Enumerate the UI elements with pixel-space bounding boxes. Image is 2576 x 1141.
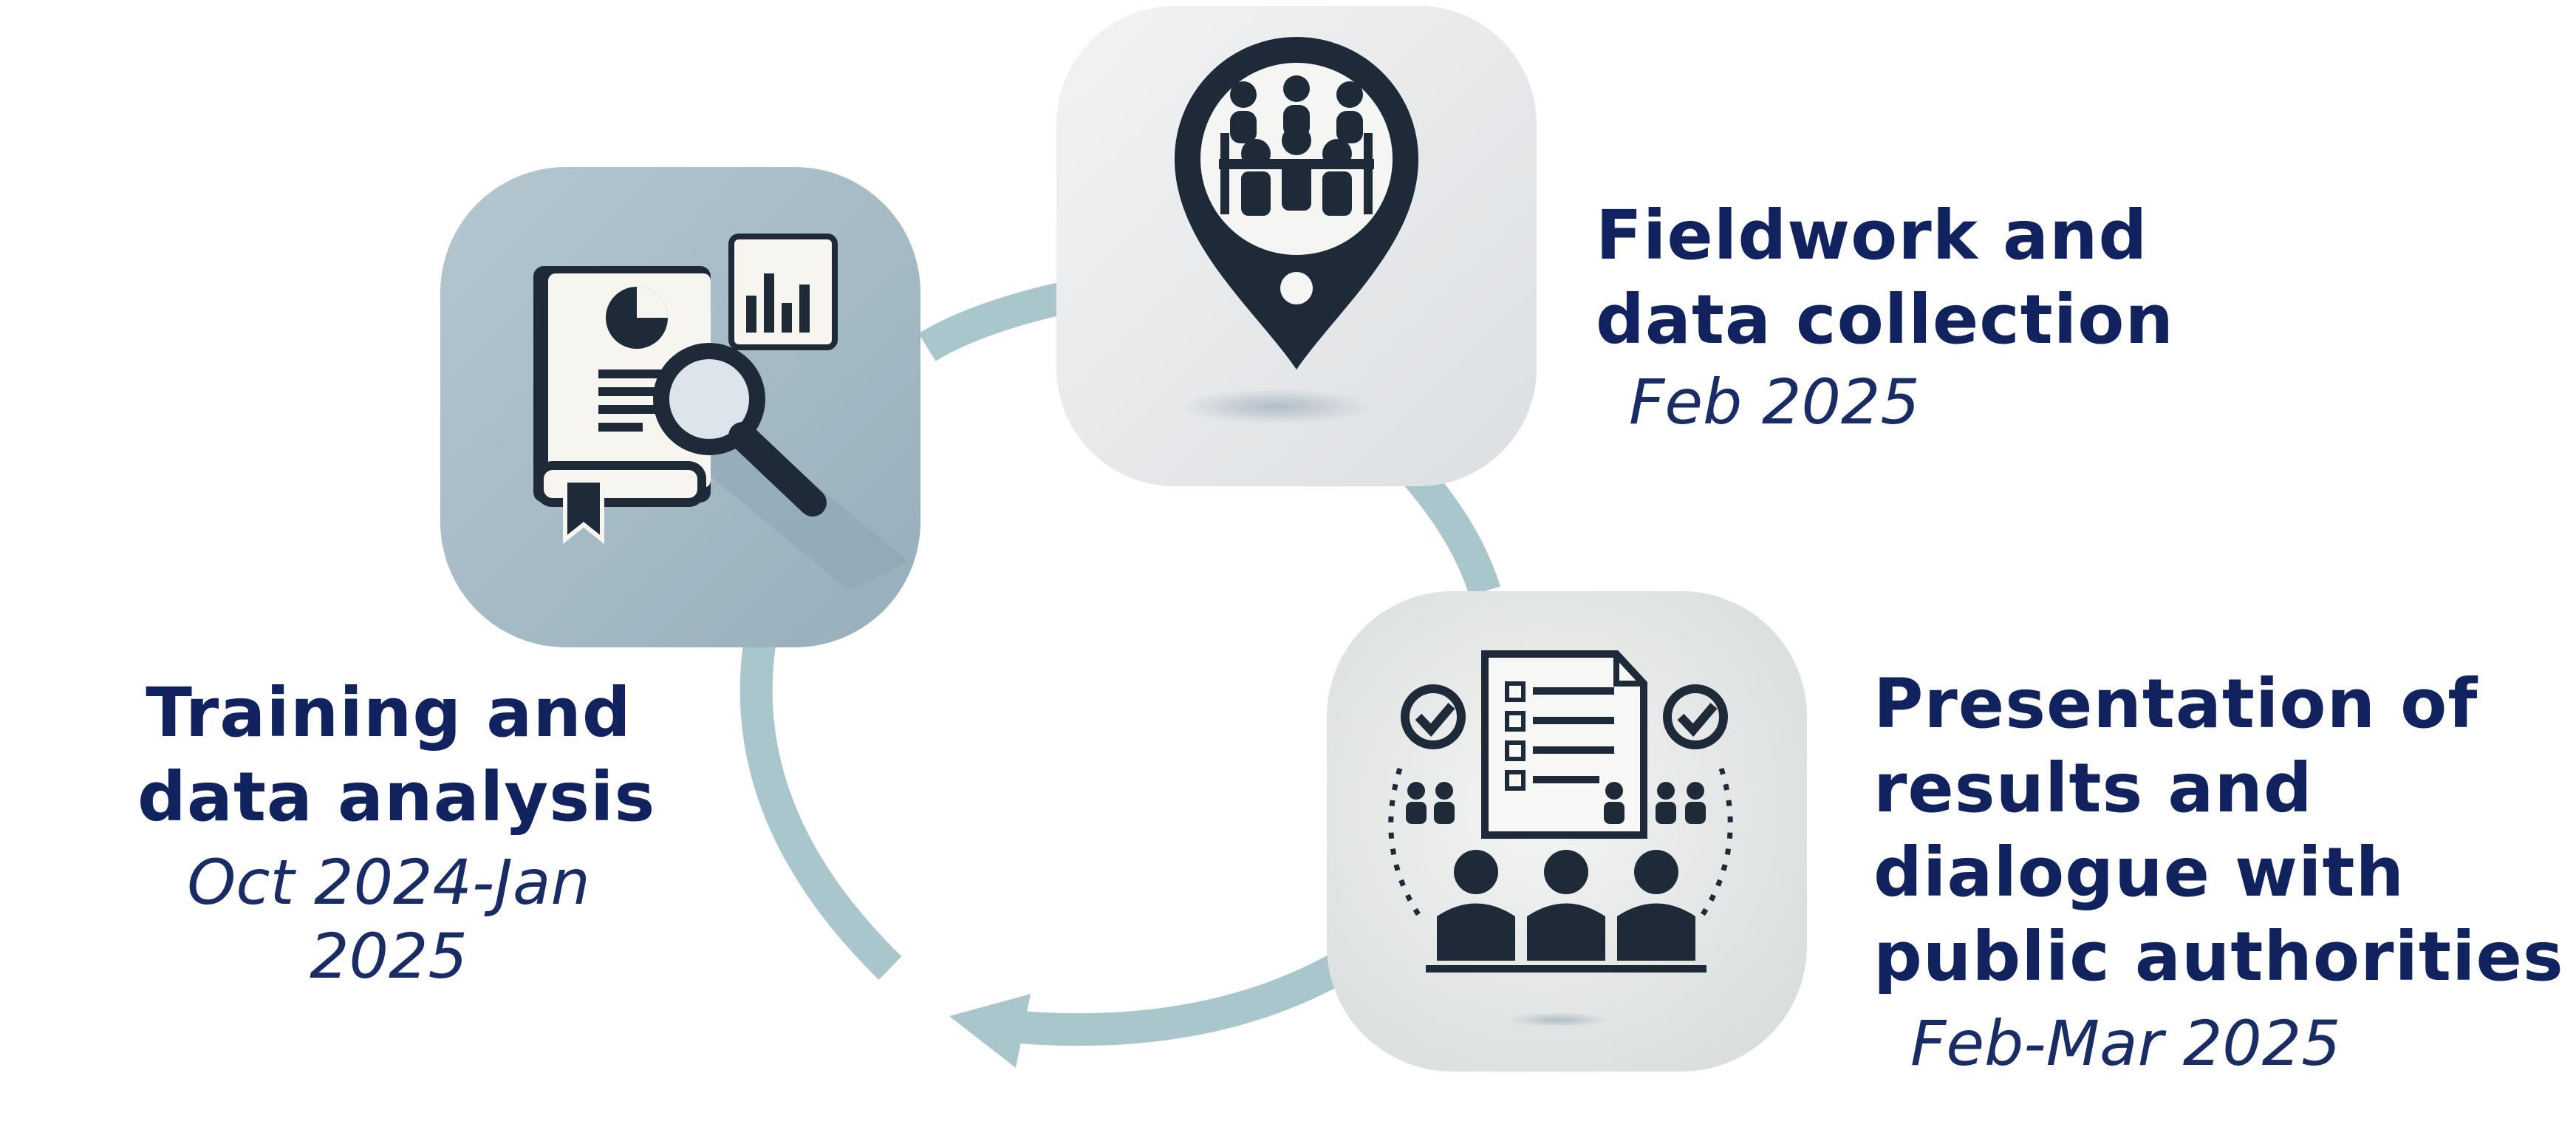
- arrowhead-icon: [949, 994, 1031, 1068]
- arrow-training-loop: [739, 633, 902, 980]
- step-fieldwork-title-line-1: Fieldwork and: [1596, 196, 2148, 275]
- step-fieldwork-label: Fieldwork and data collection Feb 2025: [1596, 194, 2174, 439]
- step-presentation-label: Presentation of results and dialogue wit…: [1873, 662, 2564, 1080]
- presentation-meeting-icon: [1388, 650, 1733, 973]
- arrow-fieldwork-to-presentation: [1402, 462, 1500, 596]
- step-presentation-date: Feb-Mar 2025: [1910, 1007, 2341, 1080]
- step-training-title-line-2: data analysis: [137, 757, 656, 837]
- step-presentation-title-line-2: results and: [1873, 749, 2313, 828]
- step-presentation-title-line-1: Presentation of: [1873, 664, 2478, 743]
- step-presentation-title-line-3: dialogue with: [1873, 833, 2405, 912]
- step-training-label: Training and data analysis Oct 2024-Jan …: [137, 671, 656, 993]
- step-training-title: Training and data analysis: [137, 671, 656, 839]
- document-analysis-icon: [533, 234, 909, 591]
- step-presentation-title-line-4: public authorities: [1873, 917, 2564, 996]
- map-pin-meeting-icon: [1175, 37, 1418, 369]
- arrow-training-to-fieldwork: [918, 282, 1067, 361]
- step-training-title-line-1: Training and: [146, 673, 632, 752]
- step-training-date: Oct 2024-Jan 2025: [187, 846, 590, 992]
- step-fieldwork-title-line-2: data collection: [1596, 280, 2174, 359]
- card-fieldwork: [1056, 6, 1537, 486]
- card-presentation: [1327, 591, 1807, 1072]
- cycle-arrows: [739, 282, 1500, 1068]
- step-fieldwork-title: Fieldwork and data collection: [1596, 194, 2174, 362]
- card-training: [440, 167, 920, 647]
- step-presentation-title: Presentation of results and dialogue wit…: [1873, 662, 2564, 999]
- arrow-presentation-to-training: [980, 950, 1353, 1046]
- step-fieldwork-date: Feb 2025: [1629, 366, 1920, 438]
